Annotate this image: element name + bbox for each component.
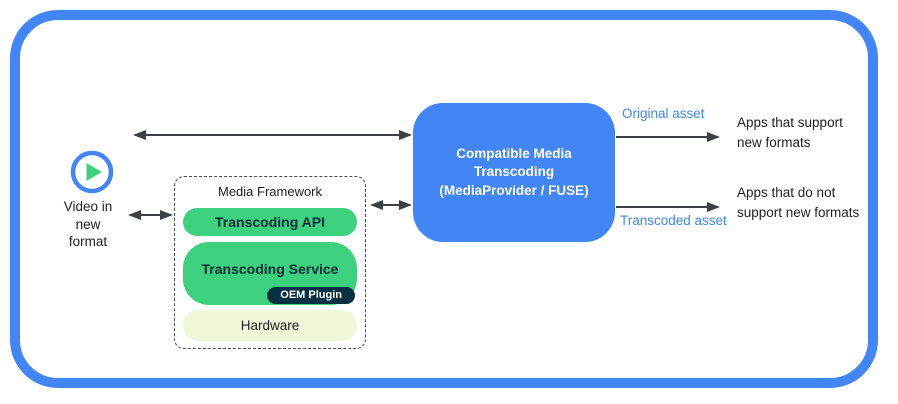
compatible-media-transcoding-node: Compatible Media Transcoding (MediaProvi…: [413, 103, 615, 242]
apps-support-new-formats-label: Apps that support new formats: [737, 115, 843, 150]
original-asset-label: Original asset: [622, 106, 705, 121]
transcoding-service-node: Transcoding Service OEM Plugin: [183, 242, 357, 305]
oem-plugin-node: OEM Plugin: [267, 287, 355, 304]
media-framework-box: Media Framework Transcoding API Transcod…: [174, 176, 366, 349]
transcoding-service-label: Transcoding Service: [201, 260, 339, 277]
video-source-label: Video in new format: [63, 199, 113, 249]
media-framework-title: Media Framework: [217, 184, 323, 199]
outer-rounded-border: [10, 10, 878, 388]
apps-do-not-support-label: Apps that do not support new formats: [737, 185, 860, 220]
play-circle-icon: [70, 150, 114, 194]
hardware-node: Hardware: [183, 310, 357, 341]
transcoded-asset-label: Transcoded asset: [620, 213, 727, 228]
transcoding-api-node: Transcoding API: [183, 208, 357, 236]
